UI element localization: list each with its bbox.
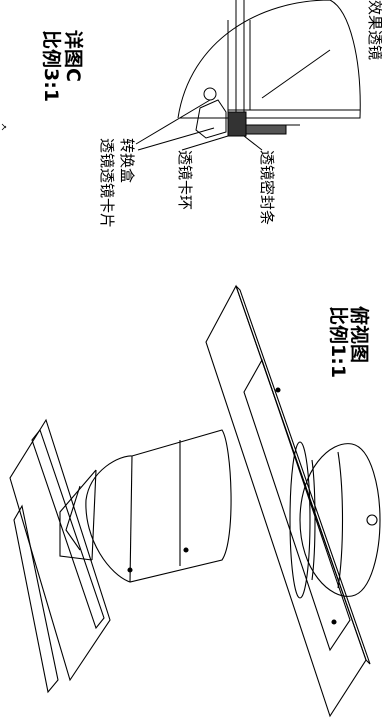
funnel-cone-inner bbox=[65, 485, 81, 551]
detail-c-scale: 比例3:1 bbox=[40, 30, 62, 103]
detail-c-screw bbox=[203, 87, 217, 101]
detail-c-title: 详图C bbox=[62, 30, 84, 82]
dome-tip bbox=[366, 514, 378, 526]
label-effect-lens: 效果透镜 bbox=[366, 0, 382, 61]
leader-adapter-box bbox=[135, 99, 211, 145]
label-lens-ring: 透镜卡环 bbox=[176, 150, 194, 211]
label-lens-seal: 透镜密封条 bbox=[258, 150, 276, 226]
dome-head bbox=[299, 443, 381, 597]
label-lens-clip-small: 透镜透镜卡片 bbox=[98, 138, 116, 229]
top-view bbox=[9, 284, 381, 718]
dome-band bbox=[337, 451, 344, 589]
left-rail-top bbox=[31, 428, 105, 630]
detail-c-clip bbox=[195, 99, 227, 139]
mount-screw bbox=[183, 547, 189, 553]
left-flange-plate bbox=[9, 418, 111, 682]
cylinder-seam bbox=[91, 469, 97, 561]
right-flange-plate-edge bbox=[235, 285, 371, 665]
detail-c-seal-block bbox=[227, 111, 247, 137]
dome-band bbox=[311, 459, 316, 581]
label-adapter-box: 转换盒 bbox=[118, 138, 136, 184]
detail-c-base-plate bbox=[245, 124, 287, 135]
top-view-title: 俯视图 bbox=[348, 306, 370, 364]
left-rail bbox=[13, 504, 59, 694]
leader-lens-clip bbox=[137, 127, 215, 151]
top-view-scale: 比例1:1 bbox=[327, 306, 349, 379]
dome-base-ring bbox=[289, 441, 311, 599]
detail-c-view bbox=[135, 0, 361, 151]
mount-screw bbox=[275, 387, 281, 393]
cylinder-seam bbox=[129, 455, 133, 583]
detail-c-boundary-arc bbox=[177, 0, 361, 119]
mount-screw bbox=[331, 619, 337, 625]
leader-lens-ring bbox=[181, 135, 229, 151]
stray-mark bbox=[1, 123, 7, 131]
cylinder-body bbox=[85, 429, 232, 583]
mount-screw bbox=[127, 567, 133, 573]
right-mount-block bbox=[243, 358, 351, 652]
leader-lens-seal bbox=[243, 135, 263, 151]
leader-effect-lens bbox=[261, 49, 331, 99]
